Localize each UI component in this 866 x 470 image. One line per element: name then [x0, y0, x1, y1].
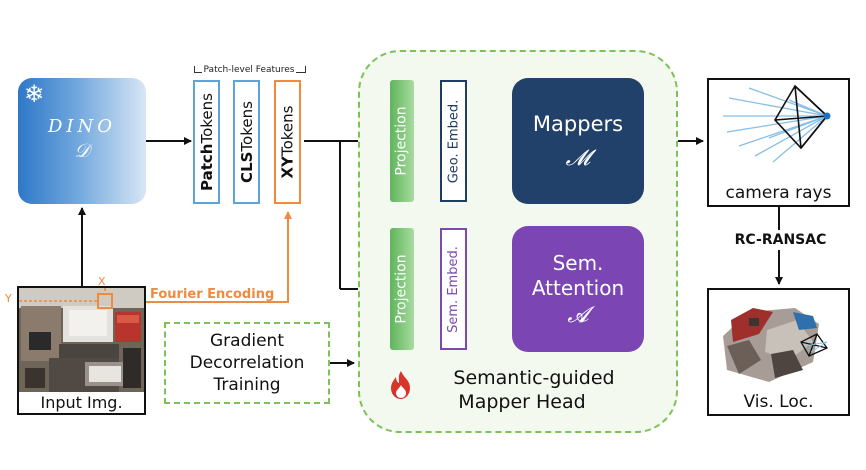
patch-tokens-bold: Patch: [197, 143, 216, 191]
patch-tokens-column: Patch Tokens: [193, 80, 220, 204]
geo-embed-column: Geo. Embed.: [440, 80, 467, 202]
patch-tokens-rest: Tokens: [197, 93, 216, 144]
mapper-head-label: Semantic-guided Mapper Head: [392, 366, 652, 415]
projection-bottom: Projection: [390, 228, 414, 350]
visual-localization-frame: [707, 288, 850, 416]
input-image-label: Input Img.: [40, 393, 123, 412]
visual-localization-label: Vis. Loc.: [743, 392, 814, 412]
cls-tokens-column: CLS Tokens: [233, 80, 260, 204]
dino-symbol: 𝒟: [74, 140, 90, 162]
dino-backbone-block: [18, 78, 146, 204]
input-room-photo: [19, 288, 144, 392]
gdt-line-3: Training: [213, 375, 281, 396]
rc-ransac-label: RC-RANSAC: [709, 230, 852, 250]
cls-tokens-rest: Tokens: [237, 101, 256, 152]
sem-attention-title-1: Sem.: [552, 250, 604, 275]
visual-localization-pointcloud: [723, 308, 828, 382]
fourier-encoding-label: Fourier Encoding: [150, 287, 275, 302]
projection-top: Projection: [390, 80, 414, 202]
gdt-line-2: Decorrelation: [189, 352, 305, 373]
camera-rays-frame: [707, 78, 850, 207]
patch-level-features-label: Patch-level Features: [201, 65, 297, 75]
camera-rays-illustration: [723, 84, 831, 163]
cls-tokens-bold: CLS: [237, 151, 256, 183]
gdt-line-1: Gradient: [210, 330, 284, 351]
semantic-attention-block: Sem. Attention 𝓐: [512, 226, 644, 352]
gradient-decorrelation-box: Gradient Decorrelation Training: [164, 322, 330, 404]
axis-x-label: X: [98, 275, 106, 288]
mappers-title: Mappers: [532, 111, 624, 136]
mapper-head-label-1: Semantic-guided: [453, 367, 615, 389]
input-image-frame: [17, 286, 146, 415]
mapper-head-label-2: Mapper Head: [458, 391, 586, 414]
xy-tokens-column: XY Tokens: [274, 80, 301, 204]
mappers-symbol: 𝓜: [565, 145, 591, 171]
axis-y-label: Y: [5, 292, 12, 305]
dino-label: DINO: [47, 116, 117, 137]
fourier-encoding-path: [104, 211, 292, 303]
flame-icon: [391, 371, 410, 399]
sem-embed-column: Sem. Embed.: [440, 228, 467, 350]
snowflake-icon: ❄: [24, 80, 45, 108]
camera-rays-label: camera rays: [725, 183, 832, 203]
sem-attention-title-2: Attention: [531, 275, 625, 300]
xy-tokens-bold: XY: [278, 156, 297, 179]
sem-attention-symbol: 𝓐: [567, 302, 589, 328]
mappers-block: Mappers 𝓜: [512, 78, 644, 204]
xy-tokens-rest: Tokens: [278, 105, 297, 157]
